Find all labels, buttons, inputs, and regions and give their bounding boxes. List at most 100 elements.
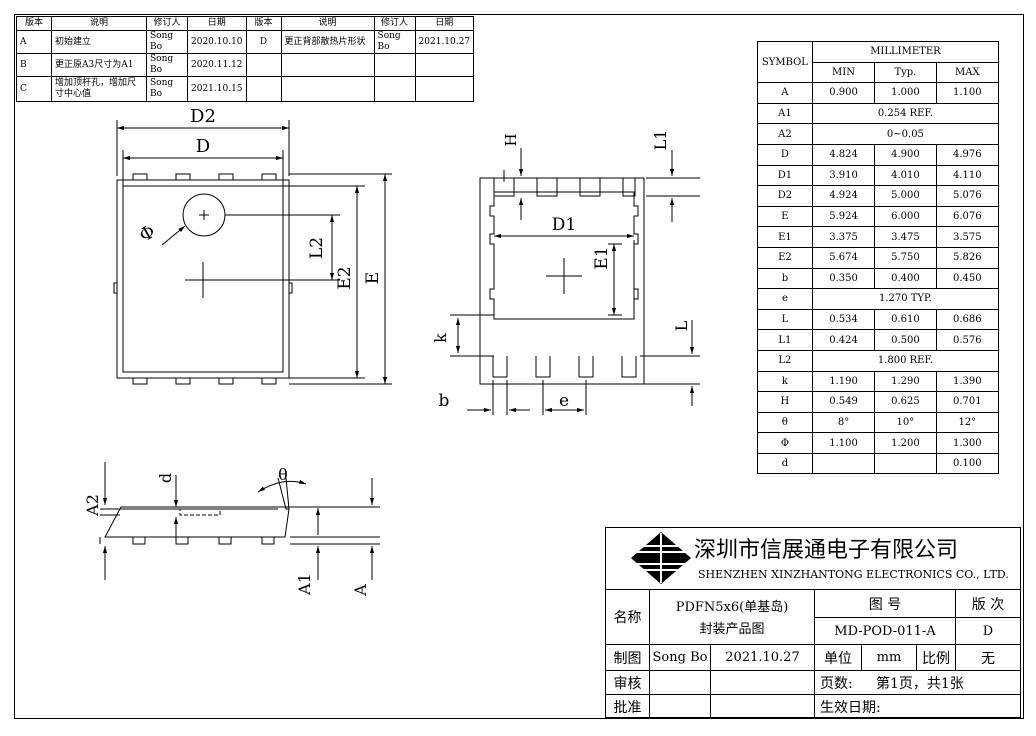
dim-min: 0.350	[811, 267, 876, 290]
revision-row: B 更正原A3尺寸为A1 Song Bo 2020.11.12	[16, 53, 475, 77]
dim-span-value: 1.800 REF.	[811, 349, 1000, 372]
dim-typ: 0.625	[874, 391, 937, 413]
label-E: E	[363, 272, 383, 284]
review-label: 审核	[613, 675, 642, 692]
dim-min: 0.900	[811, 82, 876, 104]
label-e: e	[559, 391, 569, 411]
label-theta: θ	[278, 465, 288, 484]
rev-reviser: Song Bo	[146, 30, 188, 54]
rev-desc: 更正背部散热片形状	[280, 30, 375, 54]
rev-date: 2020.10.10	[187, 30, 247, 54]
label-H: H	[502, 133, 520, 146]
rev-reviser: Song Bo	[146, 53, 188, 77]
dim-symbol: D2	[757, 185, 813, 207]
scale-value: 无	[981, 650, 995, 667]
rev-date: 2020.11.12	[187, 53, 247, 77]
unit-label: 单位	[824, 650, 852, 667]
revision-table: 版本 说明 修订人 日期 版本 说明 修订人 日期 A 初始建立 Song Bo…	[16, 16, 475, 102]
dim-max: 12°	[935, 411, 1000, 434]
effective-date-label: 生效日期:	[820, 699, 881, 716]
label-phi: Φ	[136, 221, 159, 247]
rev-reviser: Song Bo	[146, 76, 188, 102]
approve-label: 批准	[613, 699, 642, 716]
version-value: D	[982, 623, 994, 639]
label-A: A	[351, 584, 370, 597]
dim-min: 4.824	[811, 143, 876, 166]
dim-max: 4.110	[935, 164, 1000, 187]
label-L2: L2	[307, 237, 327, 259]
dim-typ: 4.010	[874, 164, 937, 187]
label-E1: E1	[592, 246, 612, 269]
dim-min: 3.375	[811, 226, 876, 248]
dim-typ	[874, 452, 937, 475]
top-view	[113, 120, 392, 385]
dim-symbol: E	[757, 205, 813, 228]
unit-header: MILLIMETER	[811, 41, 1000, 63]
dim-min: 8°	[811, 411, 876, 434]
dim-span-value: 0.254 REF.	[811, 102, 1000, 125]
rev-date: 2021.10.15	[187, 76, 247, 102]
dim-min: 0.534	[811, 308, 876, 331]
label-D1: D1	[552, 215, 576, 235]
dim-symbol: D	[757, 143, 813, 166]
dim-max: 1.100	[935, 82, 1000, 104]
rev-desc	[280, 76, 375, 102]
dim-symbol: b	[757, 267, 813, 290]
rev-desc: 增加顶杆孔，增加尺寸中心值	[51, 76, 147, 102]
company-logo-icon	[631, 532, 691, 584]
dim-min: 5.674	[811, 246, 876, 269]
title-block: 深圳市信展通电子有限公司 SHENZHEN XINZHANTONG ELECTR…	[605, 527, 1021, 718]
made-label: 制图	[613, 650, 642, 667]
rev-version	[245, 53, 282, 77]
dim-symbol: k	[757, 370, 813, 393]
product-name-line1: PDFN5x6(单基岛)	[675, 599, 789, 615]
rev-date: 2021.10.27	[414, 30, 475, 54]
drawing-frame	[14, 14, 1024, 719]
dim-symbol: θ	[757, 411, 813, 434]
dim-typ: 1.290	[874, 370, 937, 393]
dim-symbol: H	[757, 391, 813, 413]
revision-row: A 初始建立 Song Bo 2020.10.10 D 更正背部散热片形状 So…	[16, 30, 475, 54]
symbol-header: SYMBOL	[757, 40, 813, 84]
dim-max: 0.450	[935, 267, 1000, 290]
dim-min: 0.549	[811, 391, 876, 413]
drawing-no: MD-POD-011-A	[834, 623, 936, 639]
label-L1: L1	[651, 130, 670, 151]
dim-max: 4.976	[935, 143, 1000, 166]
package-drawing: D2 D Φ L2 E2 E H L1 D1 E1 k L b e d θ A2…	[83, 106, 700, 597]
rev-version	[245, 76, 282, 102]
rev-date	[414, 53, 475, 77]
label-k: k	[431, 333, 450, 343]
dim-max: 5.826	[935, 246, 1000, 269]
dim-symbol: d	[757, 452, 813, 475]
dim-min	[811, 452, 876, 475]
label-D: D	[196, 136, 210, 157]
side-view	[99, 462, 380, 580]
dim-typ: 0.500	[874, 329, 937, 351]
dim-symbol: e	[757, 288, 813, 310]
dim-max: 1.390	[935, 370, 1000, 393]
company-name-en: SHENZHEN XINZHANTONG ELECTRONICS CO., LT…	[698, 567, 1009, 581]
dim-min: 4.924	[811, 185, 876, 207]
dim-symbol: L1	[757, 329, 813, 351]
dim-max: 1.300	[935, 432, 1000, 454]
rev-date	[414, 76, 475, 102]
dim-typ: 5.750	[874, 246, 937, 269]
dim-symbol: L	[757, 308, 813, 331]
dim-max: 0.576	[935, 329, 1000, 351]
dim-symbol: L2	[757, 349, 813, 372]
dim-symbol: A	[757, 82, 813, 104]
